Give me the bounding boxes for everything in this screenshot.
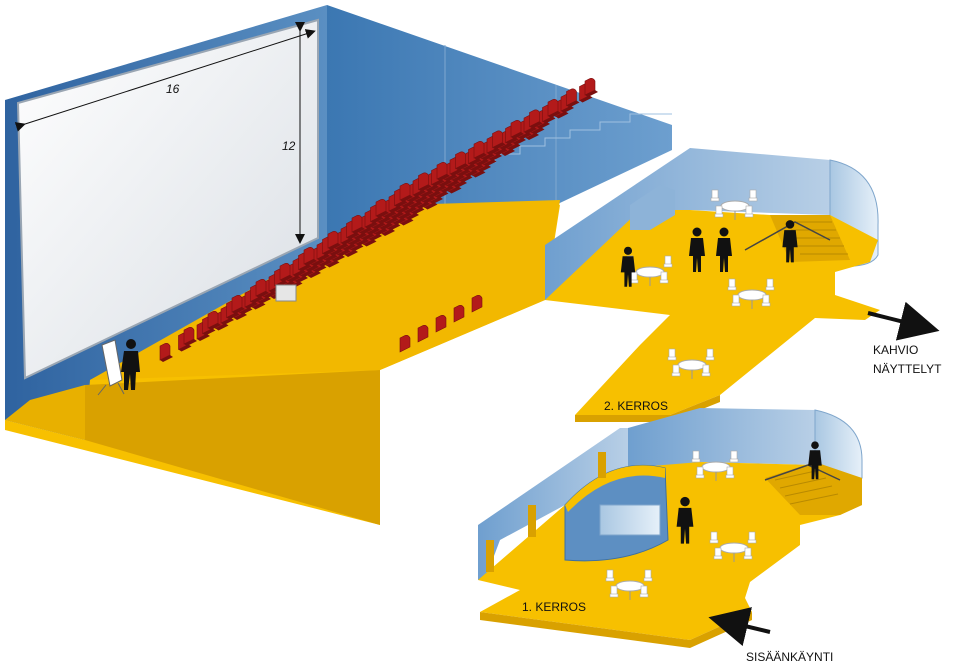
chair (639, 585, 649, 598)
upper-floor-label: 2. KERROS (604, 399, 668, 413)
upper-lobby-wall (545, 148, 830, 300)
seat (529, 109, 543, 129)
cafe-label: KAHVIO (873, 343, 918, 357)
chair (663, 255, 673, 268)
lectern-easel (97, 339, 125, 396)
chair (643, 569, 653, 582)
door (528, 505, 536, 537)
cafe-arrow (867, 301, 940, 341)
seat (418, 172, 432, 192)
screen-height-label: 12 (282, 139, 296, 153)
seat (473, 141, 487, 160)
exhibitions-label: NÄYTTELYT (873, 362, 942, 376)
person-figure (689, 227, 705, 272)
seat (566, 88, 580, 108)
counter-window (599, 504, 661, 536)
lower-railing (764, 464, 841, 481)
seat (303, 247, 317, 266)
auditorium: 16 12 (5, 5, 672, 525)
screen-width-dimension (14, 29, 316, 132)
lower-lobby-left-wall (478, 428, 628, 580)
chair (765, 278, 775, 291)
chair (748, 189, 758, 202)
seat (492, 130, 506, 150)
chair (731, 294, 741, 307)
chair (701, 364, 711, 377)
chair (725, 466, 735, 479)
chair (744, 205, 754, 218)
second-floor-lobby: 2. KERROS (545, 148, 880, 422)
chair (710, 189, 720, 202)
seat (547, 99, 561, 118)
chair (667, 348, 677, 361)
upper-railing (744, 221, 831, 251)
cafe-table (727, 278, 775, 309)
chair (659, 271, 669, 284)
ticket-counter-top (565, 465, 665, 512)
chair (729, 450, 739, 463)
chair (705, 348, 715, 361)
seat (207, 311, 221, 330)
seat (279, 263, 293, 282)
chair (747, 531, 757, 544)
chair (761, 294, 771, 307)
cafe-table (709, 531, 757, 562)
seat (159, 343, 173, 362)
seat (375, 199, 389, 218)
lower-floor-label: 1. KERROS (522, 600, 586, 614)
auditorium-side-wall (327, 5, 672, 330)
chair (709, 531, 719, 544)
exit-entrance: SISÄÄNKÄYNTI (708, 607, 833, 664)
seat (231, 295, 245, 314)
seat (327, 231, 341, 250)
seat (455, 151, 469, 171)
seat (510, 120, 524, 139)
lower-lobby-back-wall (628, 408, 815, 470)
chair (713, 547, 723, 560)
projector-box (275, 284, 297, 302)
door (486, 540, 494, 572)
seat (255, 279, 269, 298)
chair (727, 278, 737, 291)
chair (695, 466, 705, 479)
chair (714, 205, 724, 218)
cafe-table (710, 189, 758, 220)
seat (453, 305, 465, 323)
screen-width-label: 16 (166, 82, 180, 96)
entrance-arrow (708, 607, 771, 647)
entrance-label: SISÄÄNKÄYNTI (746, 650, 833, 664)
upper-partition (630, 185, 675, 230)
chair (671, 364, 681, 377)
lower-stairwell (765, 462, 862, 515)
stage-front (85, 370, 380, 525)
person-figure (620, 246, 636, 287)
person-figure (782, 220, 798, 263)
seat (584, 78, 598, 97)
first-floor-lobby: 1. KERROS (478, 408, 863, 648)
person-figure (716, 227, 732, 272)
cafe-table (667, 348, 715, 379)
seat (417, 325, 429, 343)
seat (183, 327, 197, 346)
cafe-table (691, 450, 739, 481)
chair (605, 569, 615, 582)
seat (399, 183, 413, 202)
seat (435, 315, 447, 333)
seat (351, 215, 365, 234)
exit-cafe: KAHVIO NÄYTTELYT (867, 301, 942, 376)
chair (691, 450, 701, 463)
presenter-figure (121, 339, 140, 390)
person-figure (676, 496, 694, 544)
seat (471, 295, 483, 313)
people-silhouettes (620, 220, 822, 544)
door (598, 452, 606, 478)
seat (399, 335, 411, 353)
chair (743, 547, 753, 560)
seat (436, 162, 450, 181)
chair (609, 585, 619, 598)
cafe-table (605, 569, 653, 600)
front-platform (5, 385, 85, 440)
